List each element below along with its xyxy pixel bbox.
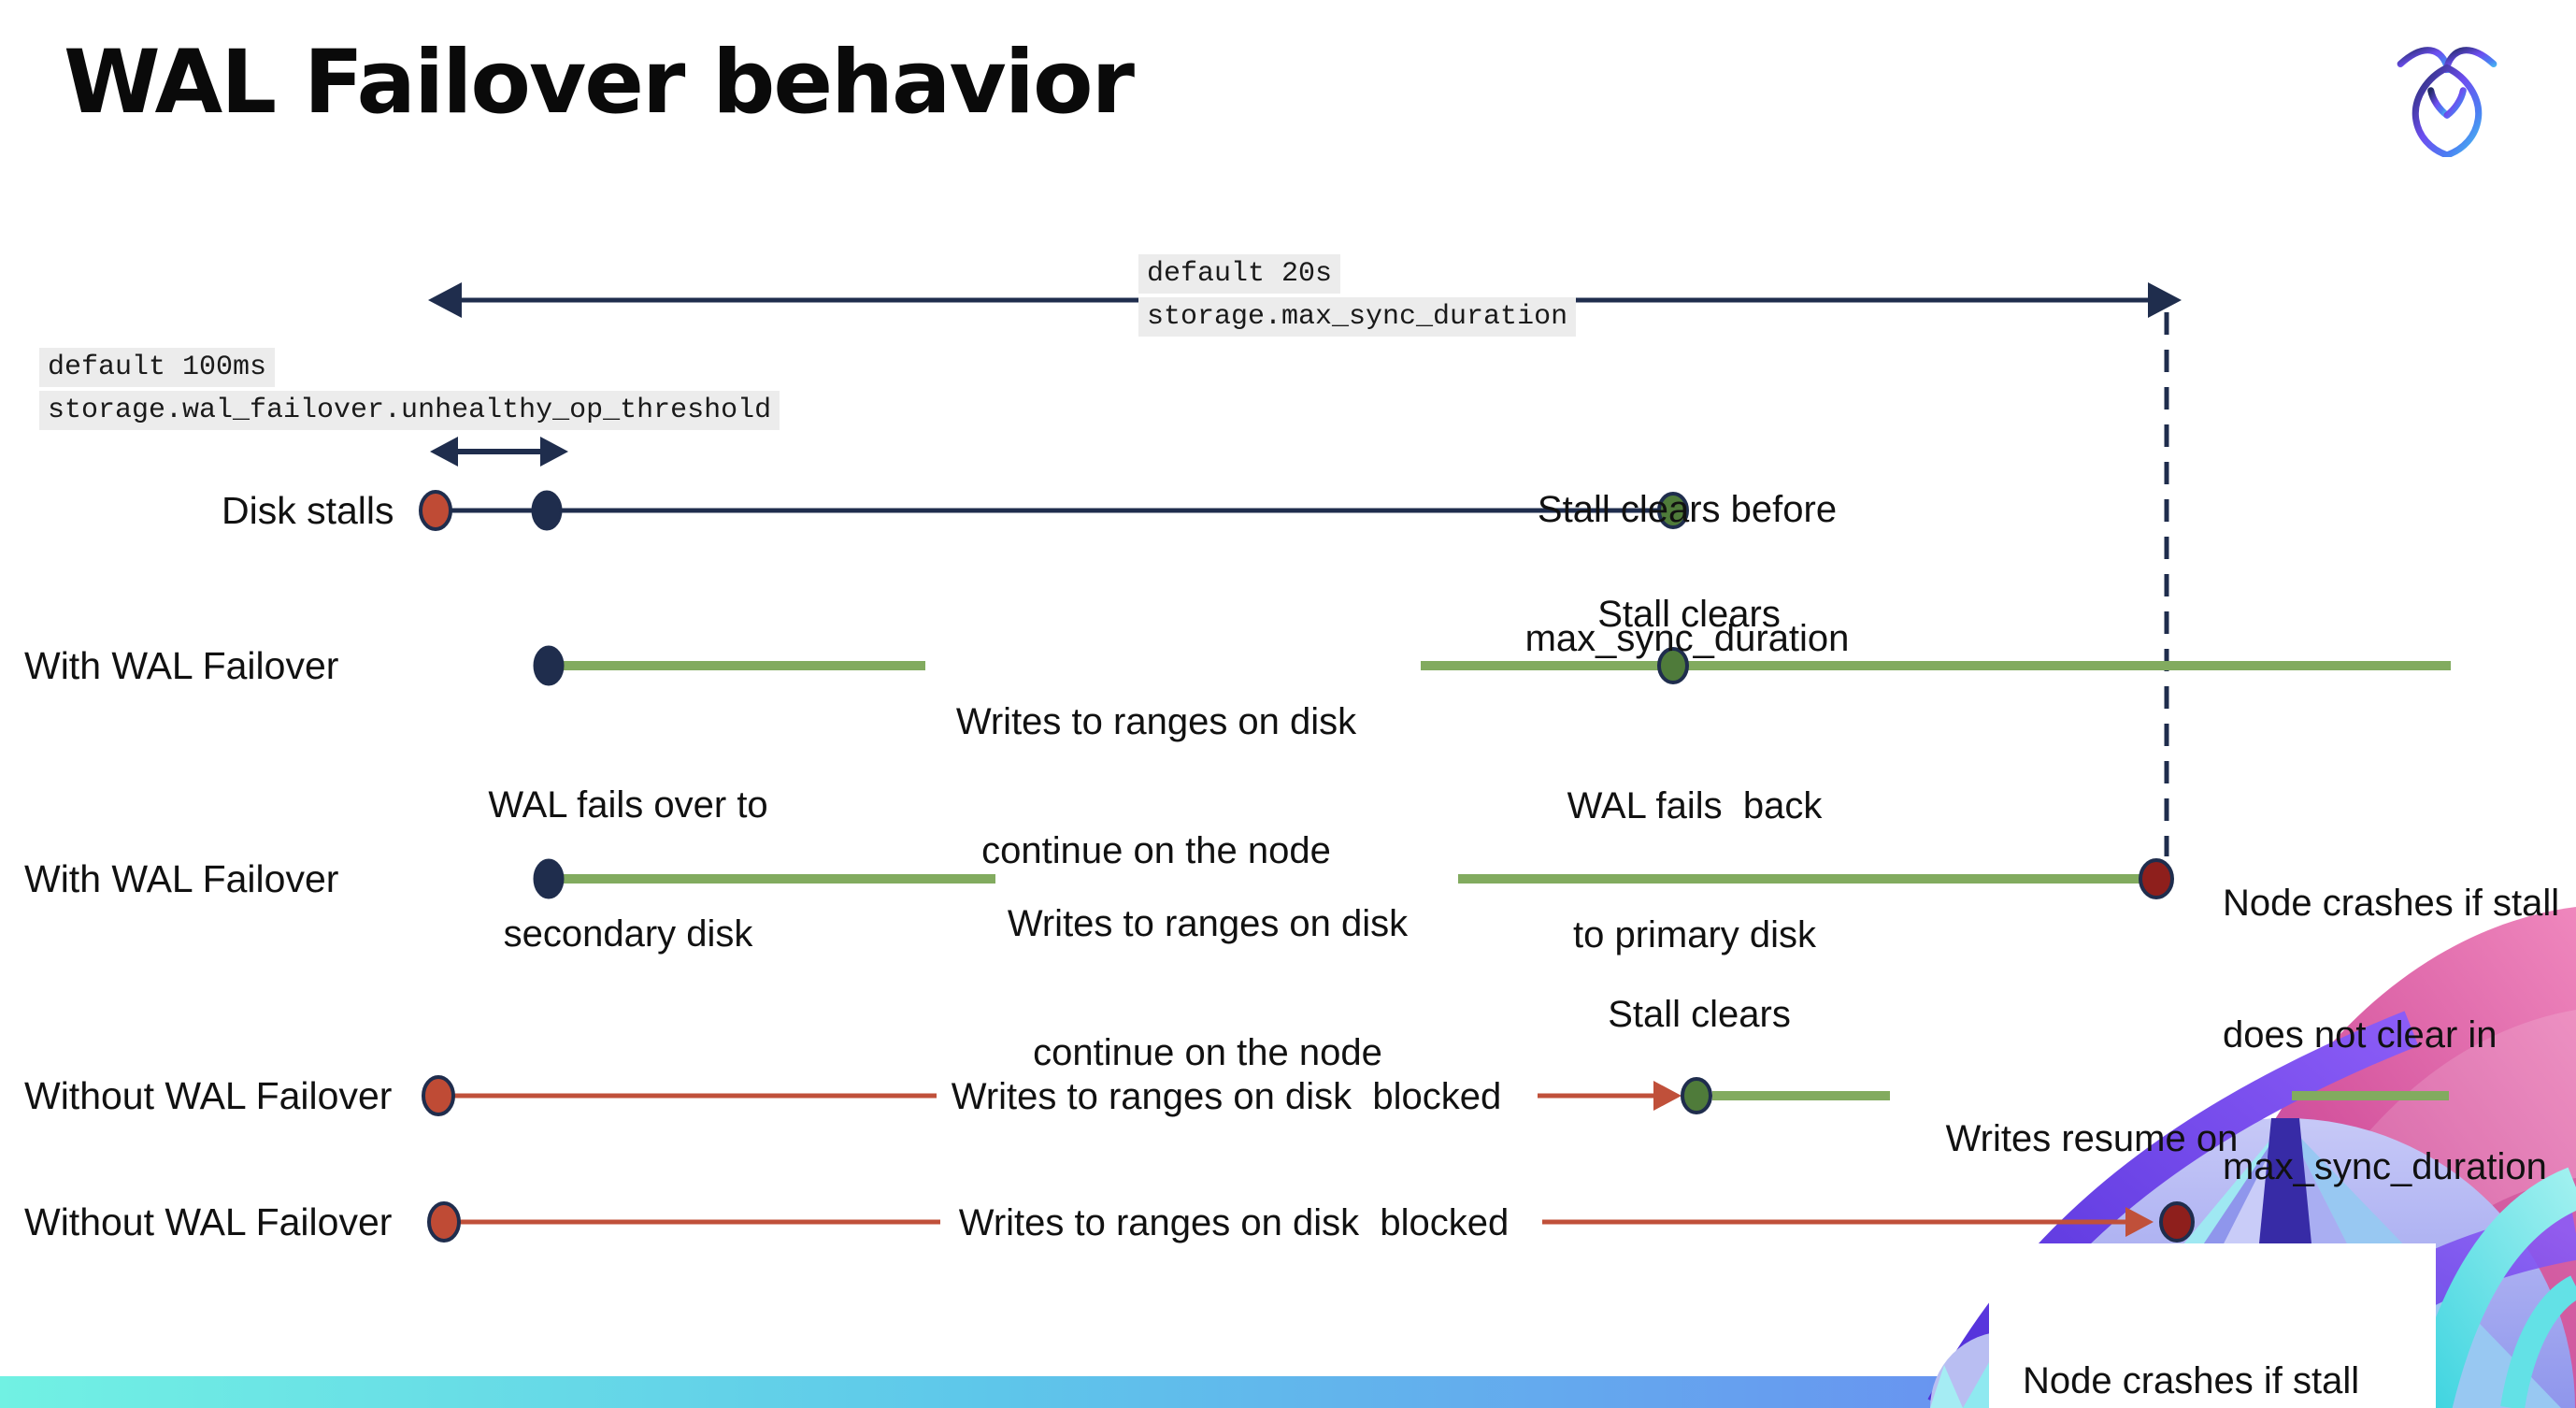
label-line: Node crashes if stall (2223, 883, 2560, 924)
label-line: secondary disk (503, 913, 753, 955)
page-title: WAL Failover behavior (64, 32, 1135, 134)
arrowhead-right-icon (2148, 282, 2182, 318)
row-label-without-failover-a: Without WAL Failover (24, 1074, 393, 1117)
cockroachdb-logo-icon (2397, 47, 2497, 157)
row-label-with-failover-b: With WAL Failover (24, 857, 339, 900)
row-label-with-failover-a: With WAL Failover (24, 644, 339, 687)
row-without-failover-b-lines (458, 1207, 2154, 1237)
label-line: continue on the node (981, 830, 1331, 871)
label-line: does not clear in (2223, 1014, 2497, 1056)
failover-dot (533, 858, 565, 899)
failover-dot (533, 645, 565, 686)
label-line: Stall clears before (1537, 489, 1838, 530)
label-line: max_sync_duration (2223, 1146, 2547, 1187)
node-crash-label: Node crashes if stall does not clear in … (2023, 1272, 2359, 1408)
writes-continue-label: Writes to ranges on disk continue on the… (956, 614, 1356, 958)
label-line: Node crashes if stall (2023, 1360, 2360, 1401)
row-without-failover-a-lines (452, 1081, 2449, 1111)
label-line: Writes to ranges on disk (955, 701, 1357, 742)
label-line: continue on the node (1033, 1032, 1382, 1073)
arrowhead-left-icon (430, 437, 458, 467)
writes-blocked-label: Writes to ranges on disk blocked (951, 1076, 1502, 1117)
label-line: to primary disk (1572, 914, 1817, 955)
stall-start-dot (427, 1201, 461, 1243)
threshold-default-label: default 100ms (39, 348, 276, 387)
red-arrowhead-icon (2125, 1207, 2154, 1237)
max-sync-default-label: default 20s (1138, 254, 1341, 294)
threshold-setting-label: storage.wal_failover.unhealthy_op_thresh… (39, 391, 780, 430)
crash-note-box (1989, 1243, 2436, 1408)
unhealthy-op-threshold-arrow (430, 437, 568, 467)
writes-continue-label: Writes to ranges on disk continue on the… (1008, 816, 1408, 1160)
stall-clears-before-label: Stall clears before max_sync_duration (1525, 402, 1850, 746)
label-line: Writes to ranges on disk (1007, 903, 1409, 944)
stall-clear-dot (1681, 1077, 1712, 1114)
arrowhead-right-icon (540, 437, 568, 467)
cyan-arch-shape (2409, 1167, 2576, 1408)
stall-clear-dot (1657, 647, 1689, 684)
node-crash-dot (2159, 1201, 2195, 1243)
label-line: WAL fails over to (488, 784, 768, 826)
node-crash-label: Node crashes if stall does not clear in … (2223, 794, 2559, 1277)
arrowhead-left-icon (428, 282, 462, 318)
stall-start-dot (419, 490, 452, 531)
label-line: max_sync_duration (1524, 618, 1850, 659)
stall-clear-dot (1657, 492, 1689, 529)
stall-clears-label: Stall clears (1608, 994, 1791, 1035)
failover-secondary-label: WAL fails over to secondary disk (488, 697, 767, 1042)
max-sync-setting-label: storage.max_sync_duration (1138, 297, 1577, 337)
failover-trigger-dot (531, 490, 563, 531)
row-label-disk-stalls: Disk stalls (222, 489, 394, 532)
failback-primary-label: WAL fails back to primary disk (1567, 698, 1823, 1042)
stall-clears-label: Stall clears (1597, 594, 1781, 635)
label-line: Writes resume on (1945, 1118, 2239, 1159)
node-crash-dot (2139, 858, 2174, 899)
row-label-without-failover-b: Without WAL Failover (24, 1200, 393, 1243)
writes-blocked-label: Writes to ranges on disk blocked (958, 1202, 1510, 1243)
label-line: WAL fails back (1567, 785, 1823, 826)
stall-start-dot (422, 1075, 455, 1116)
red-arrowhead-icon (1653, 1081, 1682, 1111)
